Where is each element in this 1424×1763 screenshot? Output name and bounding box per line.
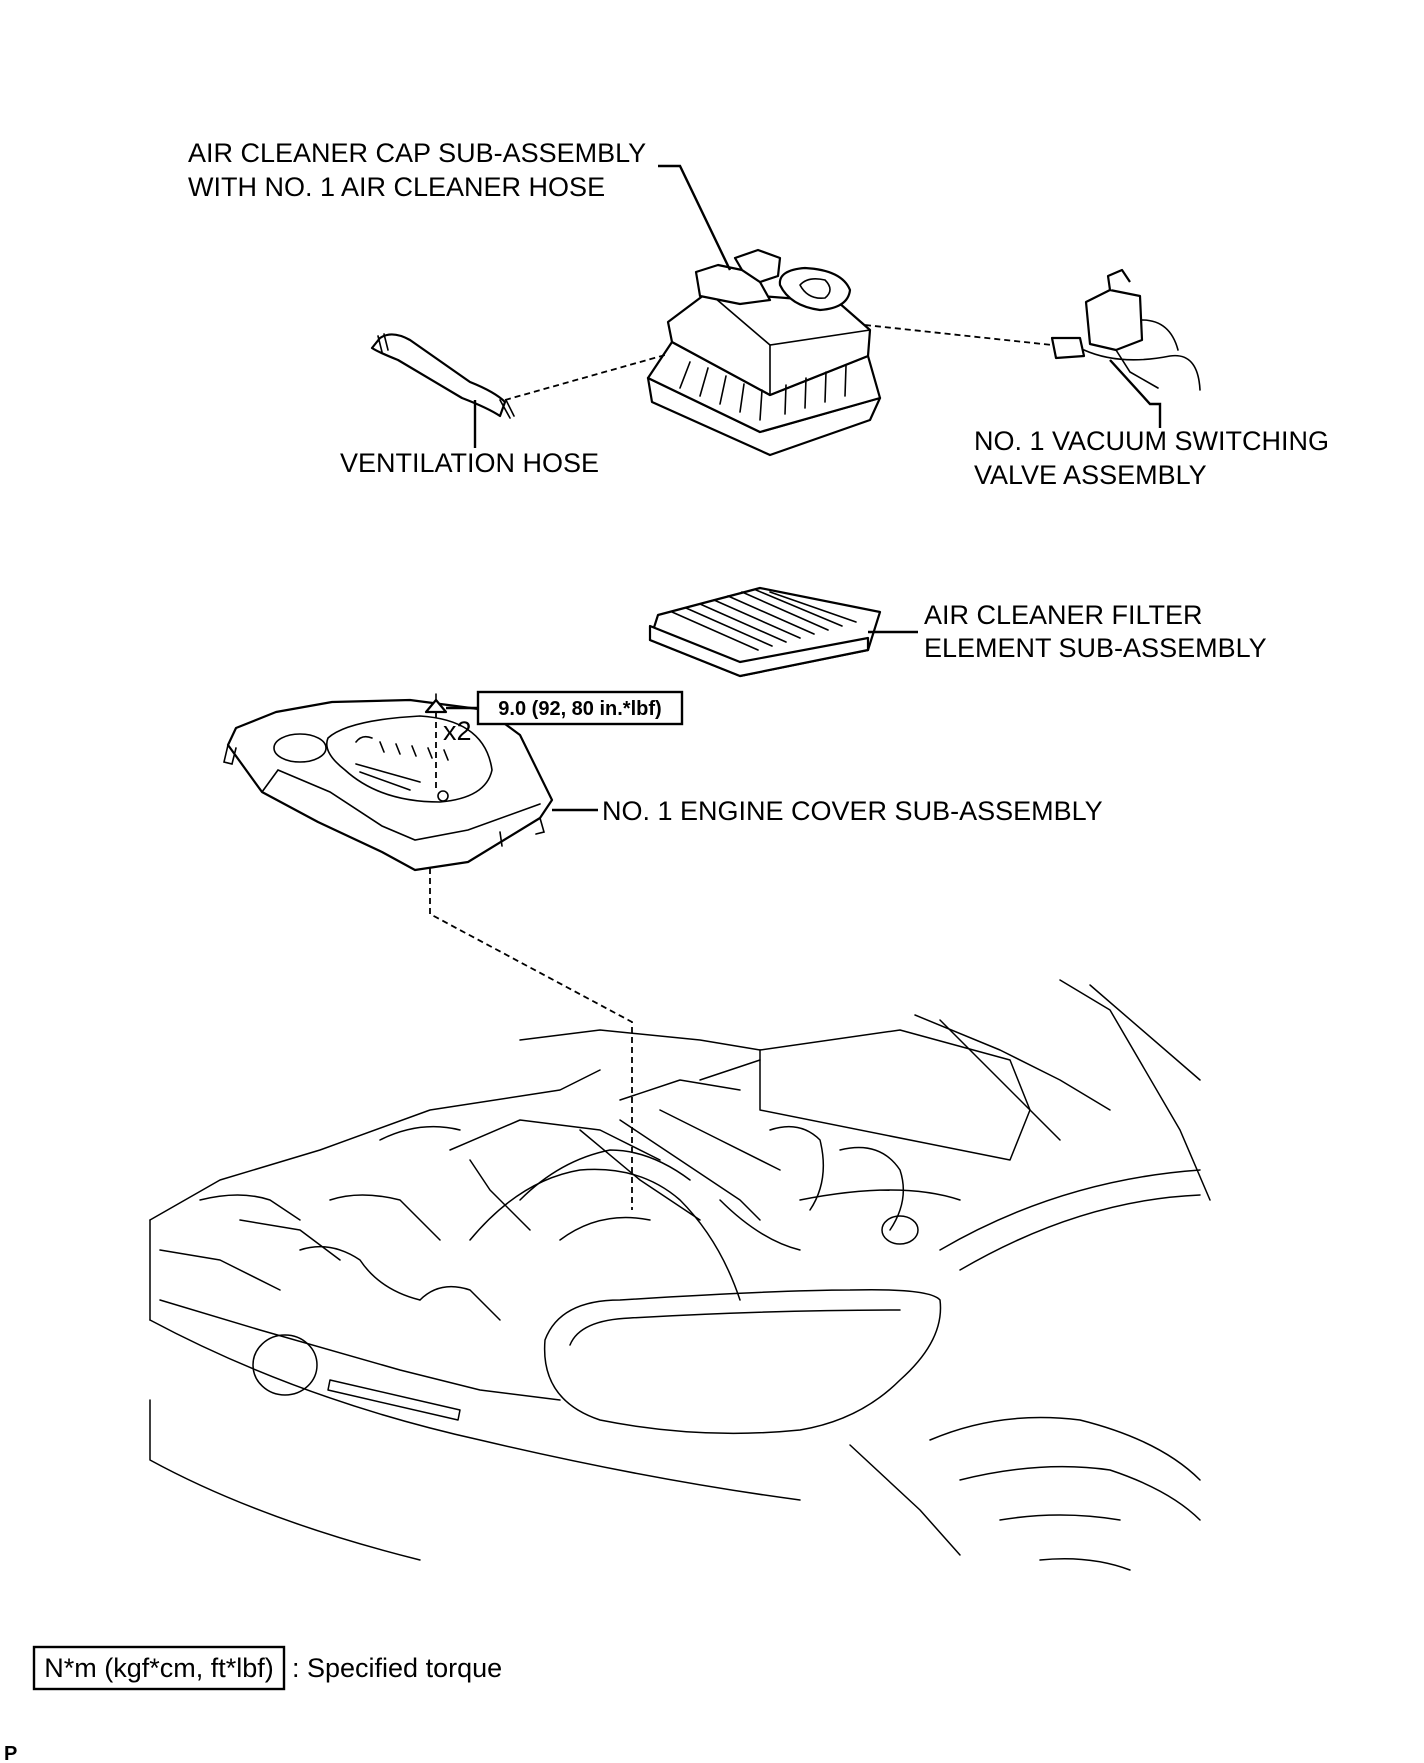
filter-element-label-line2: ELEMENT SUB-ASSEMBLY (924, 633, 1267, 663)
filter-element-label-line1: AIR CLEANER FILTER (924, 600, 1203, 630)
engine-cover-label: NO. 1 ENGINE COVER SUB-ASSEMBLY (602, 796, 1103, 826)
vehicle-engine-bay-drawing (149, 979, 1211, 1571)
dashed-guide-lines (429, 324, 1053, 1210)
leader-lines (446, 164, 1162, 812)
torque-value: 9.0 (92, 80 in.*lbf) (498, 698, 661, 720)
air-cleaner-cap-label-line2: WITH NO. 1 AIR CLEANER HOSE (188, 172, 605, 202)
engine-cover-drawing (223, 698, 554, 872)
torque-quantity: x2 (443, 716, 472, 746)
torque-legend: N*m (kgf*cm, ft*lbf) : Specified torque (32, 1645, 502, 1691)
air-cleaner-cap-drawing (646, 248, 882, 457)
vacuum-valve-label-line2: VALVE ASSEMBLY (974, 460, 1207, 490)
corner-mark: P (4, 1743, 17, 1763)
legend-unit-box-text: N*m (kgf*cm, ft*lbf) (44, 1653, 274, 1683)
torque-spec-box: 9.0 (92, 80 in.*lbf) (476, 690, 684, 726)
vacuum-switching-valve-drawing (1050, 268, 1201, 391)
ventilation-hose-label: VENTILATION HOSE (340, 448, 599, 478)
air-cleaner-cap-label-line1: AIR CLEANER CAP SUB-ASSEMBLY (188, 138, 646, 168)
air-filter-element-drawing (648, 586, 882, 678)
ventilation-hose-drawing (370, 333, 515, 419)
legend-description: : Specified torque (292, 1653, 502, 1683)
vacuum-valve-label-line1: NO. 1 VACUUM SWITCHING (974, 426, 1329, 456)
